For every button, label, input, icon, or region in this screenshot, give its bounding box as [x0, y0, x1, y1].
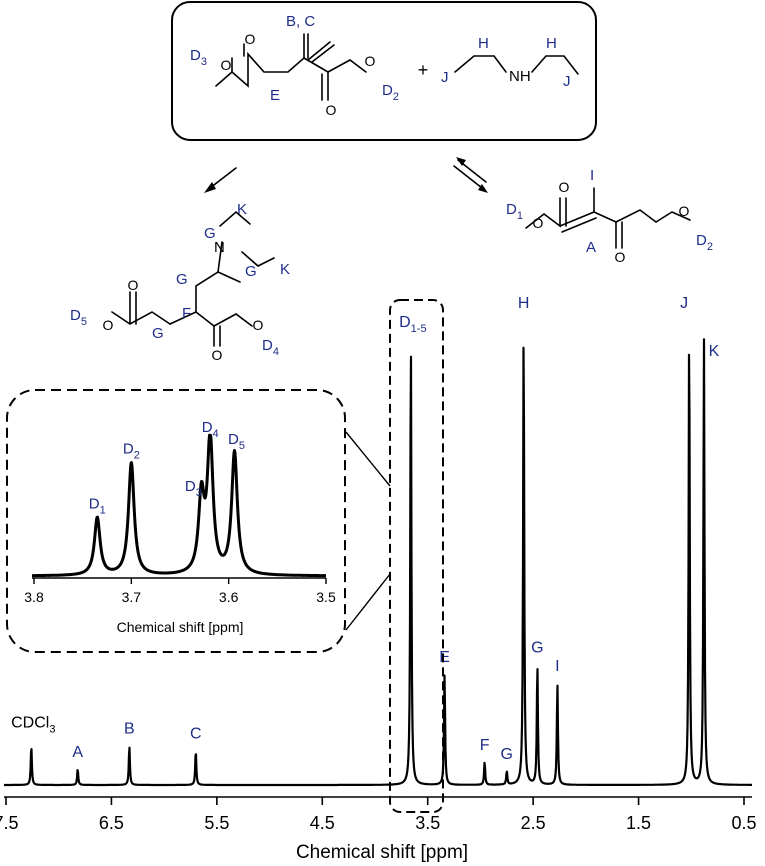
label-h: H [546, 35, 557, 52]
label-g: G [152, 325, 164, 342]
inset-x-axis-title: Chemical shift [ppm] [117, 619, 244, 635]
inset-x-tick-label: 3.6 [219, 589, 239, 605]
x-tick-label: 7.5 [0, 813, 19, 833]
label-e: E [270, 87, 280, 104]
atom-o: O [533, 215, 544, 231]
x-tick-label: 3.5 [415, 813, 440, 833]
peak-label: K [709, 343, 720, 360]
label-a: A [586, 239, 596, 256]
atom-o: O [128, 277, 139, 293]
peak-label: G [501, 746, 513, 763]
atom-o: O [103, 317, 114, 333]
label-h: H [478, 35, 489, 52]
inset-frame [6, 389, 346, 653]
peak-label: C [190, 725, 202, 742]
label-k: K [237, 201, 247, 218]
label-g: G [204, 225, 216, 242]
label-d2: D2 [696, 232, 713, 253]
peak-label: J [680, 295, 688, 312]
atom-o: O [221, 57, 232, 73]
atom-o: O [245, 31, 256, 47]
main-spectrum: 7.5 6.5 5.5 4.5 3.5 2.5 1.5 0.5 Chemical shift … [0, 295, 757, 863]
label-j: J [441, 69, 449, 86]
adduct-structure [111, 210, 275, 347]
x-tick-label: 6.5 [99, 813, 124, 833]
atom-o: O [326, 102, 337, 118]
atom-o: O [615, 249, 626, 265]
inset-x-tick-label: 3.5 [316, 589, 336, 605]
atom-o: O [679, 203, 690, 219]
isomer-structure [525, 187, 691, 249]
itaconate-structure [215, 33, 367, 101]
label-f: F [182, 305, 191, 322]
label-bc: B, C [286, 13, 315, 30]
label-d2: D2 [382, 82, 399, 103]
x-tick-label: 5.5 [204, 813, 229, 833]
x-tick-label: 4.5 [310, 813, 335, 833]
peak-label: E [439, 649, 450, 666]
atom-n: N [214, 239, 225, 256]
atom-o: O [365, 53, 376, 69]
inset-peak-label: D4 [202, 419, 219, 440]
peak-label: A [72, 744, 83, 761]
peak-label: G [531, 640, 543, 657]
x-axis-title: Chemical shift [ppm] [296, 842, 468, 863]
inset-peak-label: D3 [185, 478, 202, 499]
label-d4: D4 [262, 337, 279, 358]
label-k: K [280, 261, 290, 278]
inset-peak-label: D5 [228, 431, 245, 452]
atom-o: O [559, 179, 570, 195]
inset-x-axis-ticks: 3.8 3.7 3.6 3.5 [24, 578, 336, 605]
peak-label: D1-5 [399, 314, 426, 335]
peak-label: F [480, 737, 490, 754]
spectrum-trace [3, 338, 753, 787]
label-i: I [590, 167, 594, 184]
peak-label: B [124, 721, 135, 738]
diethylamine-structure [454, 55, 579, 75]
zoom-connector-bottom [345, 573, 391, 631]
peak-label: I [555, 658, 559, 675]
inset-peak-label: D1 [89, 495, 106, 516]
label-j: J [563, 73, 571, 90]
plus-sign: + [418, 60, 429, 80]
label-g: G [245, 263, 257, 280]
atom-o: O [253, 317, 264, 333]
atom-o: O [212, 347, 223, 363]
inset-peak-label: D2 [123, 440, 140, 461]
zoom-connector-top [345, 431, 391, 487]
label-d3: D3 [190, 47, 207, 68]
x-axis-ticks: 7.5 6.5 5.5 4.5 3.5 2.5 1.5 0.5 [0, 797, 757, 833]
label-d1: D1 [506, 201, 523, 222]
reaction-arrows [204, 157, 488, 193]
reactant-box: O O O O D3 B, C E D2 + J H NH H J [171, 1, 597, 141]
atom-nh: NH [509, 68, 531, 85]
x-tick-label: 0.5 [731, 813, 756, 833]
label-g: G [176, 271, 188, 288]
inset-x-tick-label: 3.8 [24, 589, 44, 605]
label-d5: D5 [70, 307, 87, 328]
inset-x-tick-label: 3.7 [122, 589, 142, 605]
peak-label: CDCl3 [11, 715, 55, 736]
d-region-highlight [389, 299, 444, 813]
peak-label: H [518, 295, 530, 312]
x-tick-label: 2.5 [521, 813, 546, 833]
inset-trace [31, 433, 327, 578]
x-tick-label: 1.5 [626, 813, 651, 833]
